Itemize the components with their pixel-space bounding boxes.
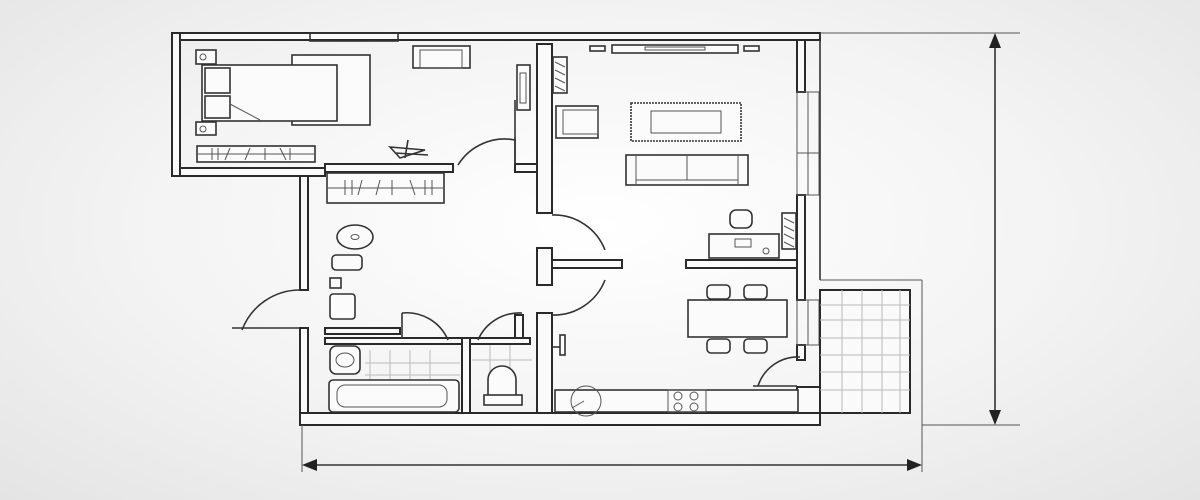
shoe-cabinet [329,293,356,320]
doors [232,138,801,387]
sink [329,345,361,375]
kitchen-counter [554,389,799,413]
interior-walls [324,43,798,414]
hallway-furniture [326,172,445,320]
armchair [412,45,471,69]
chair [729,209,753,229]
bench [331,254,363,271]
tv-stand [611,44,739,54]
dining-table [687,299,788,338]
chair [743,284,768,300]
bedroom-furniture [195,45,531,163]
balcony [819,289,911,414]
kitchen-dining [552,284,799,417]
laptop [734,238,752,248]
dimension-lines [301,32,1020,472]
toilet [487,365,517,399]
round-table [336,224,374,250]
stove [667,389,707,413]
sink [570,385,602,417]
armchair [555,105,599,139]
desk [708,233,780,259]
bathtub [328,379,460,413]
plant-icon [388,139,429,159]
chair [743,338,768,354]
rug [630,102,742,142]
bathroom [328,345,532,413]
chair [706,338,731,354]
living-room-furniture [552,44,797,259]
chair [706,284,731,300]
